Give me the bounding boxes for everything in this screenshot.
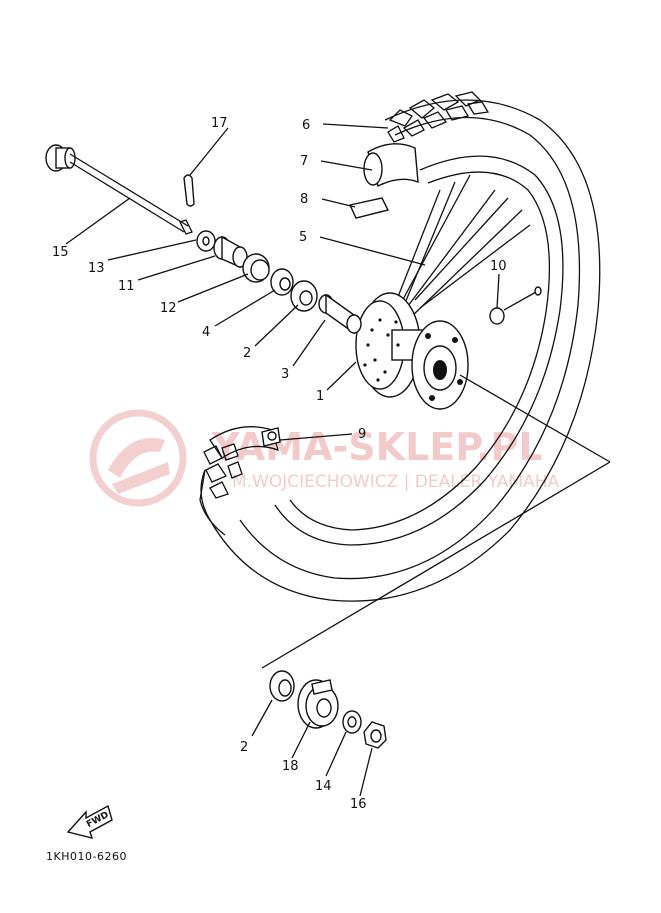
leader-lines xyxy=(65,123,500,797)
callout-2-top: 2 xyxy=(243,346,251,361)
tire xyxy=(199,91,601,602)
washer-14 xyxy=(342,710,362,734)
cotter-pin xyxy=(183,174,195,207)
collar-11 xyxy=(213,235,248,269)
gear-unit-18 xyxy=(297,679,339,729)
nut-16 xyxy=(363,721,387,749)
callout-16: 16 xyxy=(350,797,367,812)
watermark-logo-icon xyxy=(89,409,187,507)
callout-1: 1 xyxy=(316,389,324,404)
bearing-4 xyxy=(270,268,294,296)
spokes xyxy=(391,174,531,321)
bearing-2-top xyxy=(290,280,318,312)
hub-holes xyxy=(363,318,400,382)
valve-cap-10 xyxy=(489,286,542,325)
callout-13: 13 xyxy=(88,261,105,276)
part-code: 1KH010-6260 xyxy=(46,850,127,863)
callout-2-bottom: 2 xyxy=(240,740,248,755)
callout-8: 7 xyxy=(300,154,308,169)
tube-8 xyxy=(363,143,419,188)
rim-band-9 xyxy=(348,197,390,219)
callout-9: 8 xyxy=(300,192,308,207)
callout-18: 18 xyxy=(282,759,299,774)
axle xyxy=(45,144,193,235)
callout-6: 5 xyxy=(299,230,307,245)
wheel-hub xyxy=(355,292,469,410)
callout-7: 6 xyxy=(302,118,310,133)
rim-5 xyxy=(261,427,281,447)
spacer-3 xyxy=(318,293,362,335)
callout-3: 3 xyxy=(281,367,289,382)
fwd-arrow-icon: FWD xyxy=(66,804,113,839)
bearing-2-bottom xyxy=(269,670,295,702)
callout-15: 15 xyxy=(52,245,69,260)
callout-5: 9 xyxy=(358,427,366,442)
tread-pattern-top xyxy=(387,91,490,143)
watermark: YAMA-SKLEP.PL M.WOJCIECHOWICZ | DEALER Y… xyxy=(89,409,559,507)
callout-17: 17 xyxy=(211,116,228,131)
oil-seal-12 xyxy=(242,253,270,283)
callout-4: 4 xyxy=(202,325,210,340)
callout-10: 10 xyxy=(490,259,507,274)
callout-14: 14 xyxy=(315,779,332,794)
callout-12: 12 xyxy=(160,301,177,316)
callout-11: 11 xyxy=(118,279,135,294)
